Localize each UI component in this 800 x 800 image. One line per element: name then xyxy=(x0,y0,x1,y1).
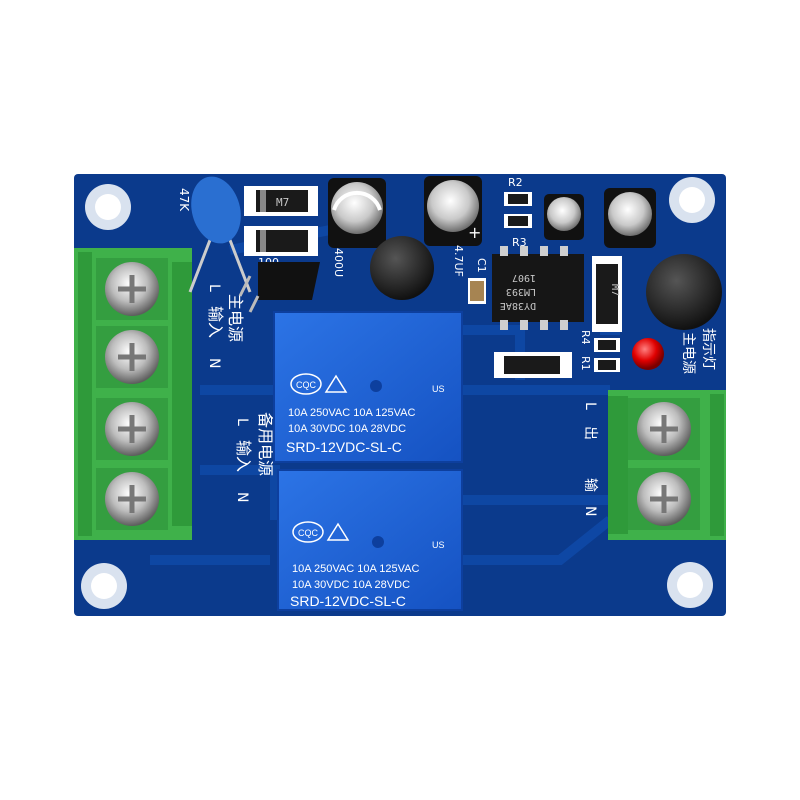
label-47k: 47K xyxy=(177,188,191,212)
electrolytic-capacitor xyxy=(328,178,386,248)
label-output-2: 输 xyxy=(582,478,598,492)
label-input-main: 输入 xyxy=(206,306,225,338)
label-400u: 400U xyxy=(332,248,345,277)
smd-diode xyxy=(494,352,572,378)
relay-1-dot xyxy=(370,380,382,392)
input-terminal-block xyxy=(74,248,192,540)
electrolytic-capacitor xyxy=(424,176,482,246)
relay-2-model: SRD-12VDC-SL-C xyxy=(290,593,406,609)
relay-1-brand: CQC xyxy=(296,380,317,390)
label-input-backup: 输入 xyxy=(234,440,253,472)
smd-diode: M7 xyxy=(592,256,622,332)
label-indicator-2: 指示灯 xyxy=(700,328,716,370)
cqc-logo xyxy=(292,521,324,543)
terminal-screw xyxy=(96,326,168,388)
relay-2-us: US xyxy=(432,540,445,550)
ic-chip: 1907 LM393 DY38AE xyxy=(492,246,584,330)
cqc-logo xyxy=(290,373,322,395)
label-n-backup: N xyxy=(234,492,250,502)
label-m7: M7 xyxy=(276,196,289,209)
label-m7-b: M7 xyxy=(609,284,620,296)
output-terminal-block xyxy=(608,390,726,540)
relay-2-brand: CQC xyxy=(298,528,319,538)
relay-1-spec2: 10A 30VDC 10A 28VDC xyxy=(288,423,406,435)
mounting-hole-bottom-left xyxy=(81,563,127,609)
terminal-screw xyxy=(96,468,168,530)
plus-mark: + xyxy=(468,223,481,242)
relay-2-dot xyxy=(372,536,384,548)
electrolytic-capacitor xyxy=(604,188,656,248)
label-l-backup: L xyxy=(234,418,250,426)
inductor xyxy=(370,236,434,300)
mounting-hole-bottom-right xyxy=(667,562,713,608)
label-main-power: 主电源 xyxy=(226,294,245,342)
relay-2-spec2: 10A 30VDC 10A 28VDC xyxy=(292,579,410,591)
chip-marking-3: DY38AE xyxy=(500,300,536,311)
chip-marking-1: 1907 xyxy=(512,272,536,283)
terminal-screw xyxy=(96,258,168,320)
label-n-main: N xyxy=(206,358,222,368)
label-backup-power: 备用电源 xyxy=(256,412,275,476)
relay-2-spec1: 10A 250VAC 10A 125VAC xyxy=(292,563,419,575)
label-r1: R1 xyxy=(579,356,592,371)
smd-diode: M7 xyxy=(244,186,318,216)
relay-2: CQC US 10A 250VAC 10A 125VAC 10A 30VDC 1… xyxy=(277,469,463,611)
label-output: 出 xyxy=(582,426,598,440)
label-l-main: L xyxy=(206,284,222,292)
inductor xyxy=(646,254,722,330)
warning-triangle-icon xyxy=(326,522,350,541)
label-4-7uf: 4.7UF xyxy=(452,245,465,277)
indicator-led xyxy=(632,338,664,370)
label-r2: R2 xyxy=(508,176,523,189)
ceramic-capacitor xyxy=(188,176,252,293)
relay-1-us: US xyxy=(432,384,445,394)
label-indicator: 主电源 xyxy=(680,332,696,374)
transistor xyxy=(238,262,320,313)
terminal-screw xyxy=(96,398,168,460)
relay-1-model: SRD-12VDC-SL-C xyxy=(286,439,402,455)
label-c1: C1 xyxy=(475,258,488,273)
mounting-hole-top-right xyxy=(669,177,715,223)
mounting-hole-top-left xyxy=(85,184,131,230)
electrolytic-capacitor xyxy=(544,194,584,240)
smd-diode xyxy=(244,226,318,256)
label-r3: R3 xyxy=(512,236,527,249)
chip-marking-2: LM393 xyxy=(506,286,536,297)
label-l-output: L xyxy=(582,402,598,410)
warning-triangle-icon xyxy=(324,374,348,393)
label-r4: R4 xyxy=(579,330,592,345)
relay-1-spec1: 10A 250VAC 10A 125VAC xyxy=(288,407,415,419)
relay-1: CQC US 10A 250VAC 10A 125VAC 10A 30VDC 1… xyxy=(273,311,463,463)
label-n-output: N xyxy=(582,506,598,516)
terminal-screw xyxy=(628,468,700,530)
terminal-screw xyxy=(628,398,700,460)
